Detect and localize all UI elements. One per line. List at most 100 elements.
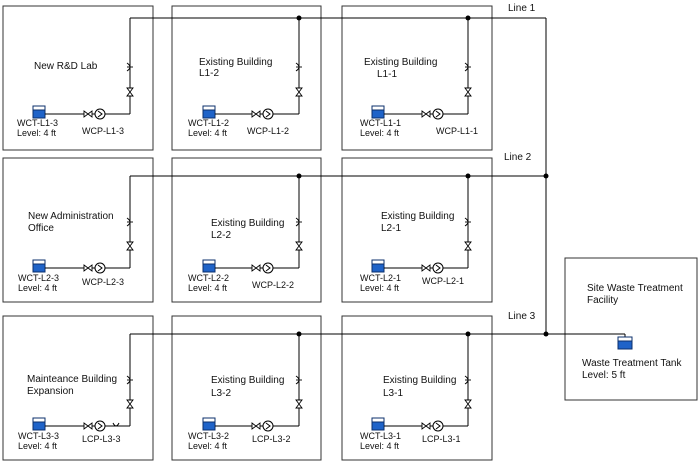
pump-icon[interactable] (262, 262, 274, 274)
facility-tank-label: Waste Treatment Tank (582, 358, 682, 369)
pump-label: WCP-L1-2 (247, 126, 289, 136)
building-box-l3-3[interactable] (2, 315, 154, 461)
check-valve-icon[interactable] (295, 375, 302, 385)
gate-valve-icon[interactable] (295, 87, 303, 97)
building-l1-2: Existing Building L1-2 WCT-L1-2 Level: 4… (188, 15, 303, 138)
check-valve-icon[interactable] (83, 422, 93, 430)
building-box-l2-1[interactable] (341, 157, 493, 303)
gate-valve-icon[interactable] (464, 241, 472, 251)
building-title: Existing Building (381, 211, 454, 222)
building-title: L1-1 (377, 69, 397, 80)
tank-level: Level: 4 ft (18, 441, 58, 451)
building-box-l1-2[interactable] (171, 5, 322, 151)
pump-icon[interactable] (262, 420, 274, 432)
junction-node (543, 331, 549, 337)
building-title: L2-1 (381, 223, 401, 234)
facility-title: Site Waste Treatment (587, 283, 683, 294)
check-valve-icon[interactable] (251, 110, 261, 118)
check-valve-icon[interactable] (251, 422, 261, 430)
check-valve-icon[interactable] (295, 62, 302, 72)
check-valve-icon[interactable] (83, 110, 93, 118)
pump-label: WCP-L2-3 (82, 277, 124, 287)
pump-icon[interactable] (432, 262, 444, 274)
building-box-l1-3[interactable] (2, 5, 154, 151)
tank-level: Level: 4 ft (360, 128, 400, 138)
building-title: L3-1 (383, 388, 403, 399)
building-l2-3: New Administration Office WCT-L2-3 Level… (18, 176, 134, 293)
check-valve-icon[interactable] (126, 217, 133, 227)
facility-tank-level: Level: 5 ft (582, 370, 626, 381)
building-box-l3-1[interactable] (341, 315, 493, 461)
check-valve-icon[interactable] (295, 217, 302, 227)
main-lines (130, 17, 626, 337)
check-valve-icon[interactable] (421, 264, 431, 272)
tank-level: Level: 4 ft (18, 283, 58, 293)
pump-label: WCP-L2-1 (422, 276, 464, 286)
pump-label: WCP-L2-2 (252, 280, 294, 290)
check-valve-icon[interactable] (251, 264, 261, 272)
tank-icon[interactable] (202, 417, 216, 431)
check-valve-icon[interactable] (464, 375, 471, 385)
pump-label: LCP-L3-2 (252, 434, 291, 444)
gate-valve-icon[interactable] (464, 87, 472, 97)
tank-icon[interactable] (32, 105, 46, 119)
check-valve-icon[interactable] (126, 62, 133, 72)
tank-icon[interactable] (617, 336, 633, 350)
junction-node (296, 173, 302, 179)
building-l1-1: Existing Building L1-1 WCT-L1-1 Level: 4… (360, 15, 478, 138)
pump-icon[interactable] (94, 420, 106, 432)
check-valve-icon[interactable] (112, 422, 120, 427)
check-valve-icon[interactable] (421, 110, 431, 118)
building-box-l1-1[interactable] (341, 5, 493, 151)
tank-level: Level: 4 ft (17, 128, 57, 138)
gate-valve-icon[interactable] (126, 399, 134, 409)
pump-icon[interactable] (94, 262, 106, 274)
tank-label: WCT-L1-3 (17, 118, 58, 128)
pump-label: LCP-L3-1 (422, 434, 461, 444)
tank-icon[interactable] (32, 259, 46, 273)
pump-icon[interactable] (432, 108, 444, 120)
tank-icon[interactable] (371, 259, 385, 273)
building-title: Expansion (27, 386, 74, 397)
tank-icon[interactable] (202, 105, 216, 119)
facility-box[interactable] (564, 257, 698, 401)
gate-valve-icon[interactable] (464, 399, 472, 409)
tank-icon[interactable] (202, 259, 216, 273)
check-valve-icon[interactable] (464, 217, 471, 227)
tank-icon[interactable] (32, 417, 46, 431)
tank-level: Level: 4 ft (188, 128, 228, 138)
gate-valve-icon[interactable] (295, 241, 303, 251)
gate-valve-icon[interactable] (295, 399, 303, 409)
tank-level: Level: 4 ft (188, 441, 228, 451)
pump-icon[interactable] (262, 108, 274, 120)
building-title: Office (28, 223, 54, 234)
building-title: L2-2 (211, 230, 231, 241)
check-valve-icon[interactable] (421, 422, 431, 430)
tank-icon[interactable] (371, 417, 385, 431)
building-box-l2-2[interactable] (171, 157, 322, 303)
gate-valve-icon[interactable] (126, 241, 134, 251)
tank-label: WCT-L2-1 (360, 273, 401, 283)
building-box-l3-2[interactable] (171, 315, 322, 461)
junction-node (543, 173, 549, 179)
check-valve-icon[interactable] (464, 62, 471, 72)
check-valve-icon[interactable] (83, 264, 93, 272)
pump-icon[interactable] (432, 420, 444, 432)
tank-icon[interactable] (371, 105, 385, 119)
building-title: New R&D Lab (34, 61, 98, 72)
line-1-label: Line 1 (508, 3, 536, 14)
line-3-label: Line 3 (508, 311, 536, 322)
pump-icon[interactable] (94, 108, 106, 120)
junction-node (296, 331, 302, 337)
tank-label: WCT-L3-2 (188, 431, 229, 441)
tank-level: Level: 4 ft (188, 283, 228, 293)
building-l2-1: Existing Building L2-1 WCT-L2-1 Level: 4… (360, 173, 472, 293)
building-box-l2-3[interactable] (2, 157, 154, 303)
pump-label: LCP-L3-3 (82, 434, 121, 444)
gate-valve-icon[interactable] (126, 87, 134, 97)
junction-node (465, 331, 471, 337)
tank-label: WCT-L2-2 (188, 273, 229, 283)
building-l1-3: New R&D Lab WCT-L1-3 Level: 4 ft WCP-L1-… (17, 18, 134, 138)
check-valve-icon[interactable] (126, 375, 133, 385)
tank-label: WCT-L3-1 (360, 431, 401, 441)
